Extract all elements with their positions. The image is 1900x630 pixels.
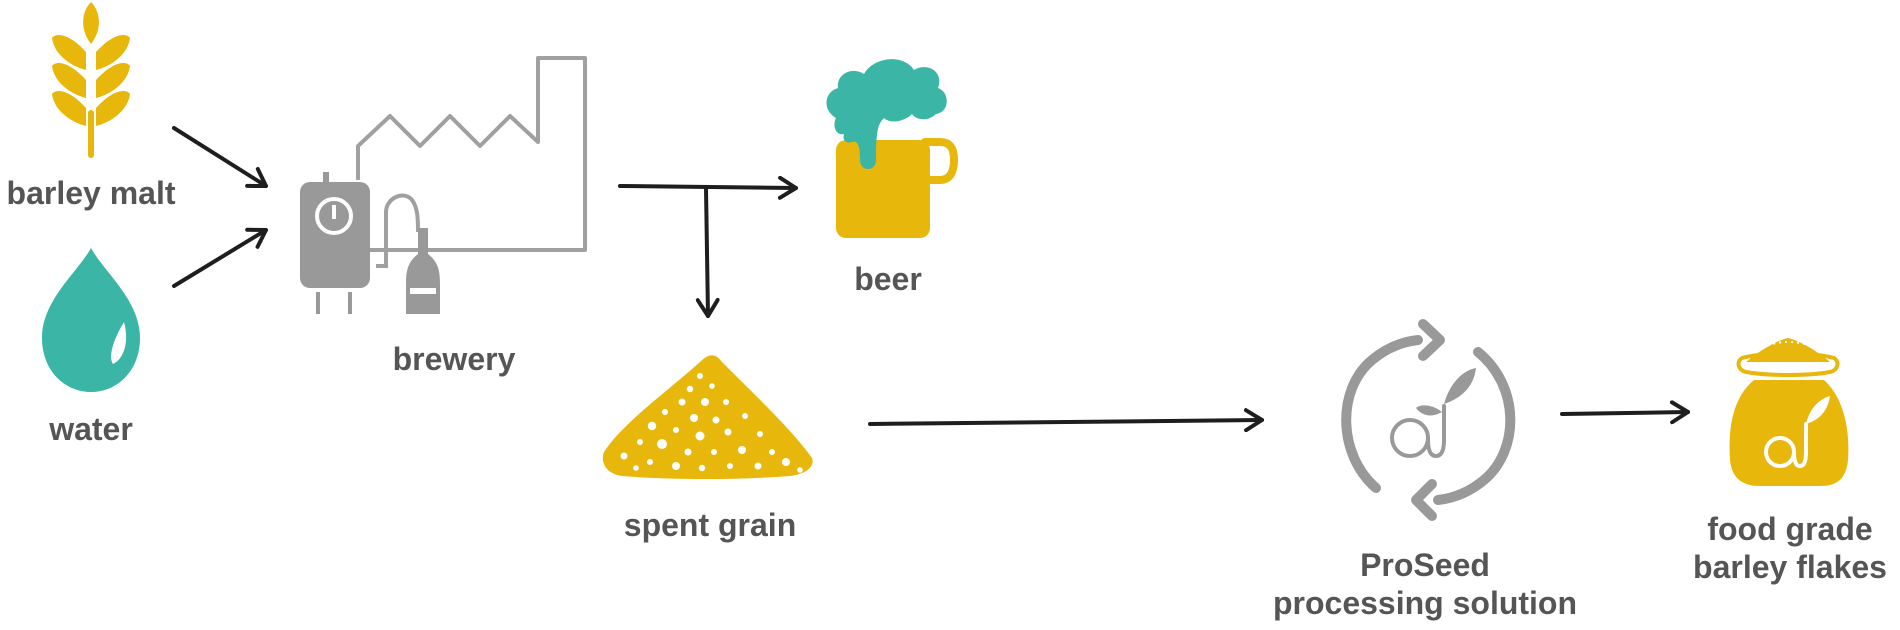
grain-pile-icon [602, 355, 813, 479]
factory-icon [300, 56, 587, 314]
arrow-malt-to-brewery [172, 126, 268, 188]
proseed-label-line2: processing solution [1272, 585, 1578, 621]
recycle-seed-icon [1341, 319, 1516, 521]
water-drop-icon [42, 248, 140, 392]
arrow-brewery-to-spent-grain [695, 186, 720, 318]
spent-grain-label: spent grain [623, 507, 797, 543]
arrow-spent-grain-to-proseed [868, 408, 1264, 433]
proseed-label-line1: ProSeed [1360, 547, 1490, 583]
wheat-icon [52, 2, 130, 158]
barley-malt-label: barley malt [6, 175, 176, 211]
flakes-label-line1: food grade [1707, 511, 1873, 547]
arrow-brewery-to-beer [618, 175, 798, 200]
arrow-proseed-to-flakes [1560, 400, 1690, 425]
sack-icon [1729, 338, 1849, 486]
water-label: water [49, 411, 133, 447]
flakes-label: food grade barley flakes [1680, 510, 1900, 586]
brewery-label: brewery [392, 341, 516, 377]
arrow-water-to-brewery [172, 227, 268, 288]
arrows [172, 126, 1690, 433]
proseed-label: ProSeed processing solution [1240, 546, 1610, 622]
beer-label: beer [854, 261, 922, 297]
beer-mug-icon [826, 59, 959, 238]
flakes-label-line2: barley flakes [1693, 549, 1887, 585]
